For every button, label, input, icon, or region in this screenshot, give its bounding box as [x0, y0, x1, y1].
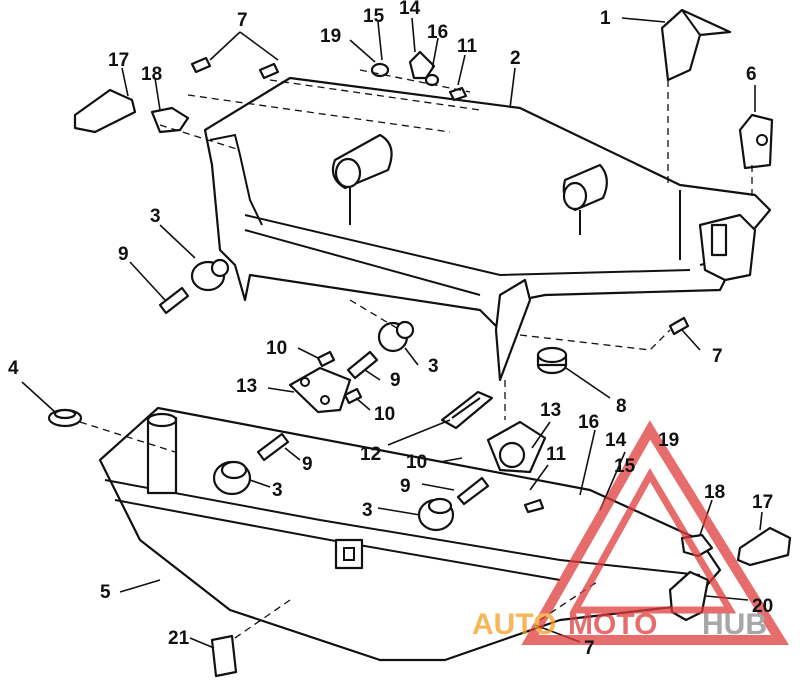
callout-14-b: 14	[605, 430, 627, 451]
part-4-grommet	[47, 408, 83, 428]
callout-10-a: 10	[266, 338, 287, 359]
part-18-bushing-left	[150, 106, 190, 134]
part-12-gasket	[440, 390, 494, 430]
callout-15-top: 15	[363, 6, 385, 27]
upper-cover-part	[203, 76, 772, 382]
callout-9-a: 9	[118, 244, 129, 265]
callout-12: 12	[360, 444, 381, 465]
part-9-pin-c	[256, 432, 290, 462]
callout-13-a: 13	[236, 376, 257, 397]
callout-18-top: 18	[141, 64, 162, 85]
callout-19-top: 19	[320, 26, 341, 47]
callout-16-top: 16	[427, 22, 448, 43]
part-1-bracket	[660, 8, 732, 82]
part-21-pad	[210, 634, 238, 678]
part-9-pin-a	[158, 286, 190, 315]
callout-8: 8	[616, 396, 627, 417]
watermark-moto: MOTO	[568, 608, 657, 641]
part-13-plate-b	[486, 420, 547, 474]
callout-14-top: 14	[399, 0, 421, 19]
part-10-screw-a	[316, 350, 336, 368]
upper-hardware-cluster	[190, 50, 690, 336]
callout-17-top: 17	[108, 50, 129, 71]
callout-7-right: 7	[712, 346, 723, 367]
part-17-handle-right	[736, 526, 792, 567]
part-8-grommet	[536, 346, 568, 375]
part-13-plate-a	[288, 366, 352, 414]
callout-15-b: 15	[614, 456, 636, 477]
callout-labels: 1 7 15 14 19 16 11 2 6 17 18 3 9 7 10 13…	[8, 0, 773, 659]
callout-5: 5	[100, 582, 111, 603]
watermark-hub: HUB	[702, 608, 767, 641]
callout-20: 20	[752, 596, 773, 617]
callout-11-b: 11	[546, 444, 567, 465]
callout-3-b: 3	[428, 356, 439, 377]
callout-11-top: 11	[457, 36, 478, 57]
callout-7-bottom: 7	[584, 638, 595, 659]
part-17-handle-left	[73, 88, 137, 134]
part-6-block	[738, 113, 774, 170]
lower-cover-part	[98, 406, 722, 662]
callout-7-top: 7	[237, 10, 248, 31]
callout-19-b: 19	[658, 430, 679, 451]
part-10-screw-b	[343, 387, 363, 405]
part-9-pin-d	[456, 476, 490, 506]
callout-9-c: 9	[302, 454, 313, 475]
callout-2: 2	[510, 48, 521, 69]
callout-1: 1	[600, 8, 611, 29]
part-3-grommet-b	[377, 320, 415, 353]
callout-13-b: 13	[540, 400, 561, 421]
callout-10-c: 10	[406, 452, 427, 473]
callout-4: 4	[8, 358, 19, 379]
callout-21: 21	[168, 628, 190, 649]
part-3-grommet-a	[190, 258, 230, 292]
callout-10-b: 10	[374, 404, 395, 425]
watermark-auto: AUTO	[472, 608, 556, 641]
callout-3-c: 3	[272, 480, 283, 501]
part-9-pin-b	[346, 350, 379, 380]
part-3-grommet-c	[212, 460, 252, 496]
callout-3-a: 3	[150, 206, 161, 227]
callout-17-b: 17	[752, 492, 773, 513]
part-3-grommet-d	[417, 497, 455, 532]
watermark-logo: AUTO MOTO HUB	[472, 420, 789, 645]
callout-9-d: 9	[400, 476, 411, 497]
callout-18-b: 18	[704, 482, 725, 503]
callout-3-d: 3	[362, 500, 373, 521]
callout-6: 6	[746, 64, 757, 85]
callout-16-b: 16	[578, 412, 599, 433]
callout-9-b: 9	[390, 370, 401, 391]
part-11-screw-b	[523, 498, 545, 514]
